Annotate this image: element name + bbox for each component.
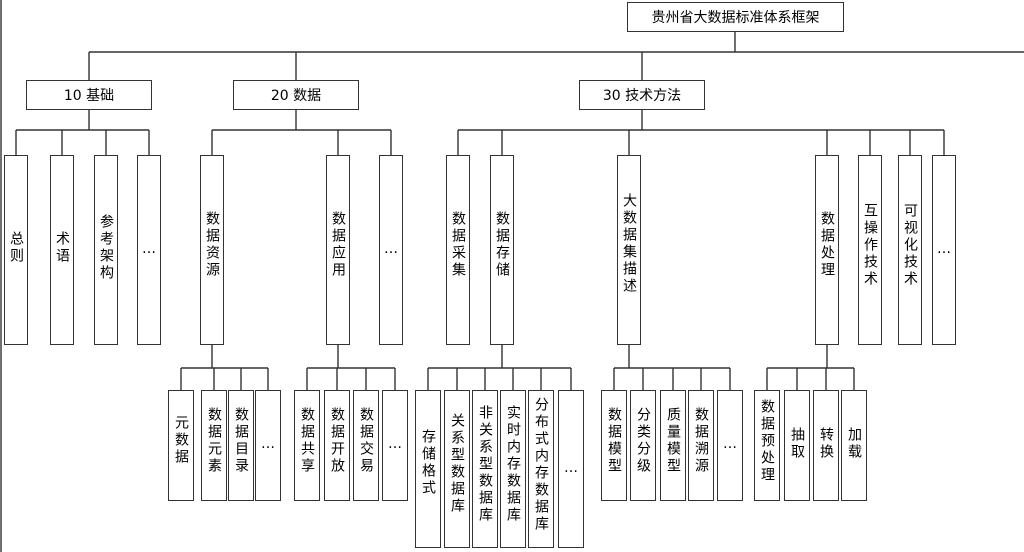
root-node-label: 贵州省大数据标准体系框架 — [651, 10, 820, 26]
node-label: 数据采集 — [450, 211, 466, 279]
category-node-tech-methods: 30 技术方法 — [579, 80, 705, 110]
node-label: 可视化技术 — [902, 203, 918, 288]
leaf-data-sharing: 数据共享 — [294, 390, 320, 501]
leaf-label: 抽取 — [789, 427, 805, 461]
leaf-label: 分类分级 — [635, 407, 651, 475]
leaf-label: 转换 — [818, 427, 834, 461]
node-label: 总则 — [8, 231, 24, 265]
category-node-label: 20 数据 — [270, 88, 322, 104]
leaf-distributed-memory-db: 分布式内存数据库 — [528, 390, 554, 548]
leaf-label: 关系型数据库 — [449, 413, 465, 515]
leaf-label: 分布式内存数据库 — [533, 397, 549, 533]
leaf-data-model: 数据模型 — [601, 390, 627, 501]
leaf-label: 加载 — [846, 427, 862, 461]
node-ellipsis: … — [932, 155, 956, 345]
category-node-label: 10 基础 — [63, 88, 115, 104]
leaf-label: 实时内存数据库 — [505, 405, 521, 524]
node-data-resources: 数据资源 — [200, 155, 224, 345]
leaf-label: … — [260, 436, 276, 455]
node-big-data-set-description: 大数据集描述 — [617, 155, 641, 345]
category-node-label: 30 技术方法 — [602, 88, 682, 104]
leaf-transform: 转换 — [813, 390, 839, 501]
leaf-relational-db: 关系型数据库 — [444, 390, 470, 548]
node-label: 数据存储 — [494, 211, 510, 279]
leaf-data-catalog: 数据目录 — [228, 390, 254, 501]
node-data-applications: 数据应用 — [326, 155, 350, 345]
leaf-label: 数据交易 — [358, 407, 374, 475]
node-data-processing: 数据处理 — [815, 155, 839, 345]
node-general-rules: 总则 — [4, 155, 28, 345]
leaf-load: 加载 — [841, 390, 867, 501]
leaf-data-provenance: 数据溯源 — [688, 390, 714, 501]
leaf-label: 数据预处理 — [759, 399, 775, 484]
leaf-data-trading: 数据交易 — [353, 390, 379, 501]
category-node-data: 20 数据 — [233, 80, 359, 110]
leaf-classification-grading: 分类分级 — [630, 390, 656, 501]
node-label: 数据应用 — [330, 211, 346, 279]
node-label: 术语 — [54, 231, 70, 265]
leaf-ellipsis: … — [558, 390, 584, 548]
leaf-label: 非关系型数据库 — [477, 405, 493, 524]
node-label: … — [141, 240, 157, 260]
node-label: 参考架构 — [98, 214, 114, 282]
leaf-ellipsis: … — [382, 390, 408, 501]
node-terminology: 术语 — [50, 155, 74, 345]
leaf-label: 数据目录 — [233, 407, 249, 475]
node-label: … — [383, 240, 399, 260]
node-label: … — [936, 240, 952, 260]
node-label: 大数据集描述 — [621, 193, 637, 295]
node-label: 互操作技术 — [862, 203, 878, 288]
leaf-label: 数据共享 — [299, 407, 315, 475]
leaf-label: 数据溯源 — [693, 407, 709, 475]
leaf-label: 元数据 — [173, 415, 189, 466]
leaf-label: 数据开放 — [329, 407, 345, 475]
leaf-extract: 抽取 — [784, 390, 810, 501]
leaf-quality-model: 质量模型 — [660, 390, 686, 501]
leaf-data-opening: 数据开放 — [324, 390, 350, 501]
node-label: 数据处理 — [819, 211, 835, 279]
root-node: 贵州省大数据标准体系框架 — [627, 2, 844, 32]
leaf-label: … — [563, 459, 579, 479]
leaf-non-relational-db: 非关系型数据库 — [472, 390, 498, 548]
leaf-label: … — [722, 436, 738, 455]
node-data-storage: 数据存储 — [490, 155, 514, 345]
node-interoperability: 互操作技术 — [858, 155, 882, 345]
leaf-label: 质量模型 — [665, 407, 681, 475]
leaf-label: 数据元素 — [206, 407, 222, 475]
leaf-realtime-memory-db: 实时内存数据库 — [500, 390, 526, 548]
node-data-collection: 数据采集 — [446, 155, 470, 345]
node-visualization: 可视化技术 — [898, 155, 922, 345]
leaf-label: 数据模型 — [606, 407, 622, 475]
category-node-basics: 10 基础 — [26, 80, 152, 110]
leaf-data-elements: 数据元素 — [201, 390, 227, 501]
leaf-label: … — [387, 436, 403, 455]
node-reference-architecture: 参考架构 — [94, 155, 118, 345]
node-ellipsis: … — [137, 155, 161, 345]
leaf-metadata: 元数据 — [168, 390, 194, 501]
leaf-data-preprocessing: 数据预处理 — [754, 390, 780, 501]
node-label: 数据资源 — [204, 211, 220, 279]
leaf-ellipsis: … — [255, 390, 281, 501]
node-ellipsis: … — [379, 155, 403, 345]
leaf-storage-format: 存储格式 — [415, 390, 441, 548]
leaf-ellipsis: … — [717, 390, 743, 501]
leaf-label: 存储格式 — [420, 429, 436, 497]
